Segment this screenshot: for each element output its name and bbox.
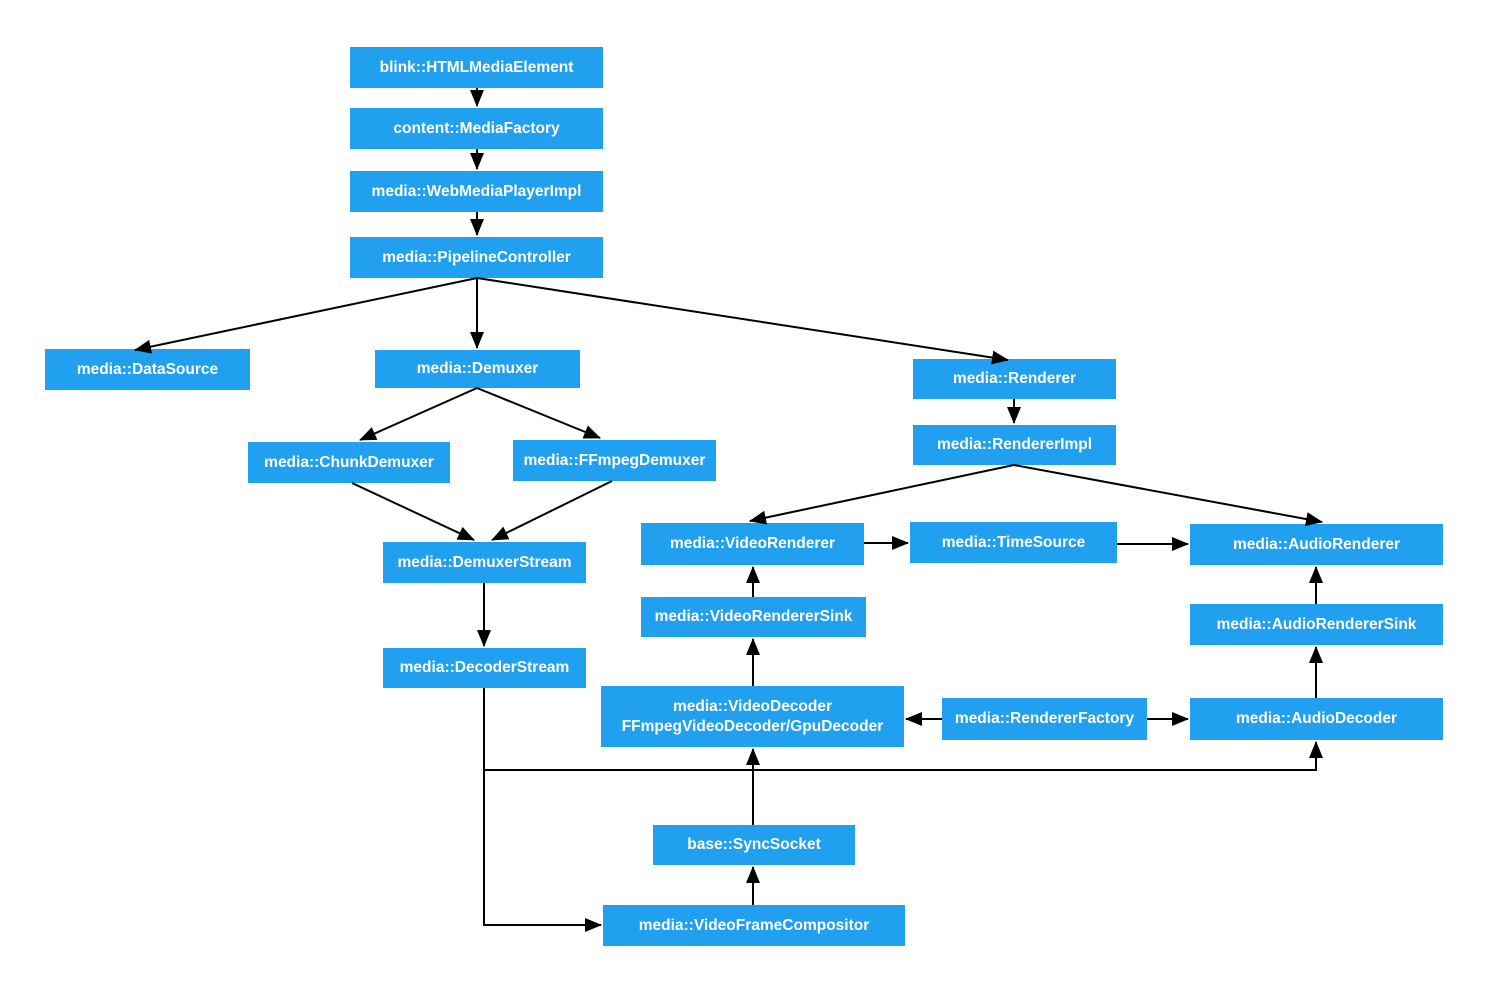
node-label: media::DemuxerStream [397, 553, 572, 571]
node-label: media::FFmpegDemuxer [523, 451, 706, 469]
node-label: media::RendererImpl [936, 436, 1093, 454]
node-video-frame-compositor: media::VideoFrameCompositor [603, 905, 905, 946]
node-audio-renderer-sink: media::AudioRendererSink [1190, 604, 1443, 645]
node-label: media::VideoRenderer [669, 535, 836, 553]
node-label: base::SyncSocket [687, 836, 821, 854]
node-html-media-element: blink::HTMLMediaElement [350, 47, 603, 88]
node-video-renderer: media::VideoRenderer [641, 523, 864, 565]
node-label: media::AudioRenderer [1232, 535, 1401, 553]
node-label: media::Renderer [952, 370, 1077, 388]
edge-renderer-impl-to-audio-renderer [1013, 464, 1323, 526]
edge-decoder-stream-to-video-frame-compositor [483, 688, 602, 932]
edge-ffmpeg-demuxer-to-demuxer-stream [491, 480, 613, 541]
edge-pipeline-controller-to-data-source [134, 277, 478, 354]
node-audio-renderer: media::AudioRenderer [1190, 524, 1443, 565]
edge-demuxer-to-ffmpeg-demuxer [476, 387, 601, 439]
node-video-renderer-sink: media::VideoRendererSink [641, 597, 866, 637]
node-time-source: media::TimeSource [910, 522, 1117, 563]
node-label: media::AudioDecoder [1235, 710, 1398, 728]
node-demuxer-stream: media::DemuxerStream [383, 542, 586, 583]
node-demuxer: media::Demuxer [375, 350, 580, 388]
node-label: media::VideoDecoder [672, 697, 833, 715]
node-label: media::AudioRendererSink [1216, 615, 1417, 633]
node-renderer: media::Renderer [913, 359, 1116, 399]
node-label: media::VideoRendererSink [654, 608, 853, 626]
node-audio-decoder: media::AudioDecoder [1190, 698, 1443, 740]
node-label: media::PipelineController [382, 248, 571, 266]
node-label: media::WebMediaPlayerImpl [371, 182, 582, 200]
node-label: media::RendererFactory [954, 710, 1135, 728]
node-label-line2: FFmpegVideoDecoder/GpuDecoder [621, 717, 884, 735]
node-label: media::Demuxer [416, 360, 539, 378]
node-ffmpeg-demuxer: media::FFmpegDemuxer [513, 440, 716, 481]
node-web-media-player-impl: media::WebMediaPlayerImpl [350, 171, 603, 212]
node-label: media::TimeSource [941, 533, 1086, 551]
node-label: media::ChunkDemuxer [264, 453, 434, 471]
node-label: media::DecoderStream [399, 659, 570, 677]
node-label: content::MediaFactory [393, 119, 560, 137]
node-pipeline-controller: media::PipelineController [350, 237, 603, 278]
node-data-source: media::DataSource [45, 349, 250, 390]
node-renderer-impl: media::RendererImpl [913, 425, 1116, 465]
node-sync-socket: base::SyncSocket [653, 825, 855, 865]
node-label: media::VideoFrameCompositor [638, 916, 870, 934]
edge-renderer-impl-to-video-renderer [749, 464, 1015, 525]
edge-chunk-demuxer-to-demuxer-stream [351, 482, 475, 541]
node-decoder-stream: media::DecoderStream [383, 648, 586, 688]
node-renderer-factory: media::RendererFactory [942, 698, 1147, 740]
node-label: media::DataSource [76, 360, 219, 378]
node-media-factory: content::MediaFactory [350, 108, 603, 149]
node-label: blink::HTMLMediaElement [379, 58, 574, 76]
edge-demuxer-to-chunk-demuxer [359, 387, 478, 441]
edge-pipeline-controller-to-renderer [476, 277, 1009, 365]
node-chunk-demuxer: media::ChunkDemuxer [248, 442, 450, 483]
